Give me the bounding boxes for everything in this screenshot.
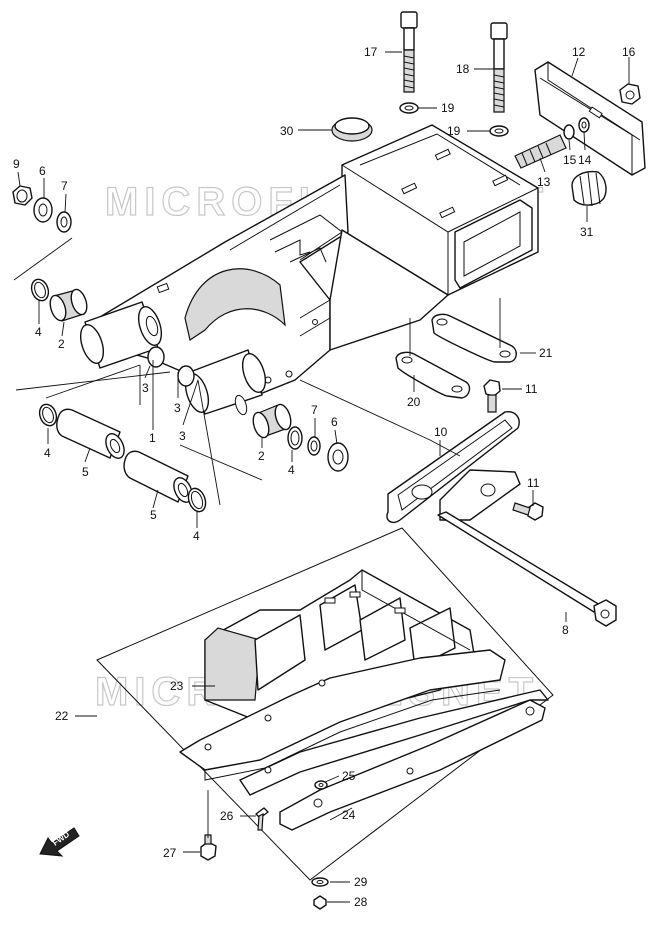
washer-7-upper [56, 211, 72, 233]
plate-20 [395, 351, 471, 399]
washer-25 [314, 780, 328, 790]
bearing-2-right [252, 403, 292, 439]
callout-3: 3 [179, 429, 186, 443]
bolt-11-a [483, 379, 501, 413]
frame-22 [96, 527, 554, 881]
callout-3: 3 [142, 381, 149, 395]
callout-labels: 17 18 19 19 30 12 16 13 15 14 31 9 6 7 4… [13, 45, 636, 909]
leader-lines [13, 51, 630, 903]
boot-31 [571, 170, 607, 207]
bolt-27 [200, 834, 217, 861]
callout-29: 29 [354, 875, 368, 889]
callout-11: 11 [525, 382, 538, 396]
spacer-5-a [56, 408, 125, 459]
callout-30: 30 [280, 124, 294, 138]
callout-4: 4 [44, 446, 51, 460]
callout-22: 22 [55, 709, 69, 723]
callout-6: 6 [331, 415, 338, 429]
callout-21: 21 [539, 346, 553, 360]
callout-14: 14 [578, 153, 592, 167]
bolt-17 [400, 11, 418, 93]
callout-16: 16 [622, 45, 636, 59]
bolt-18 [490, 22, 508, 113]
callout-25: 25 [342, 769, 356, 783]
callout-12: 12 [572, 45, 586, 59]
seal-4-lower [187, 487, 207, 513]
washer-6-upper [33, 197, 53, 223]
bracket-12 [534, 61, 646, 176]
washer-7-right [307, 436, 321, 456]
callout-5: 5 [150, 508, 157, 522]
washer-6-right [327, 442, 349, 472]
callout-13: 13 [537, 175, 551, 189]
collar-3 [147, 346, 195, 387]
callout-31: 31 [580, 225, 594, 239]
nut-16 [619, 83, 641, 105]
callout-19: 19 [441, 101, 455, 115]
callout-28: 28 [354, 895, 368, 909]
callout-17: 17 [364, 45, 378, 59]
callout-7: 7 [311, 403, 318, 417]
spacer-5-b [123, 450, 193, 503]
callout-19: 19 [447, 124, 461, 138]
callout-4: 4 [193, 529, 200, 543]
callout-15: 15 [563, 153, 577, 167]
callout-7: 7 [61, 179, 68, 193]
callout-10: 10 [434, 425, 448, 439]
callout-1: 1 [149, 431, 156, 445]
cover-plate [179, 649, 506, 781]
callout-24: 24 [342, 808, 356, 822]
seal-4-left [38, 403, 58, 427]
callout-2: 2 [258, 449, 265, 463]
bolt-11-b [512, 502, 544, 521]
bearing-2-upper [49, 288, 88, 322]
plate-21 [431, 313, 517, 363]
callout-26: 26 [220, 809, 234, 823]
callout-27: 27 [163, 846, 177, 860]
bolt-26 [255, 807, 269, 831]
callout-18: 18 [456, 62, 470, 76]
swingarm-body [79, 124, 539, 416]
callout-4: 4 [288, 463, 295, 477]
callout-6: 6 [39, 164, 46, 178]
callout-5: 5 [82, 465, 89, 479]
bolt-8 [437, 511, 617, 627]
washer-19-b [489, 125, 509, 137]
seal-4-upper [30, 278, 50, 302]
washer-15 [563, 124, 575, 140]
callout-4: 4 [35, 325, 42, 339]
cap-30 [331, 117, 373, 142]
callout-9: 9 [13, 157, 20, 171]
callout-20: 20 [407, 395, 421, 409]
callout-8: 8 [562, 623, 569, 637]
nut-9 [12, 185, 33, 206]
seal-4-right [287, 426, 303, 450]
callout-23: 23 [170, 679, 184, 693]
screw-28 [313, 895, 327, 910]
stud-13 [514, 134, 567, 169]
guide-10 [386, 411, 521, 524]
callout-2: 2 [58, 337, 65, 351]
callout-3: 3 [174, 401, 181, 415]
fwd-arrow-icon: FWD [39, 827, 80, 857]
washer-29 [311, 877, 329, 887]
callout-11: 11 [527, 476, 540, 490]
washer-19-a [399, 102, 419, 114]
washer-14 [578, 117, 590, 133]
slider-24 [239, 689, 549, 831]
